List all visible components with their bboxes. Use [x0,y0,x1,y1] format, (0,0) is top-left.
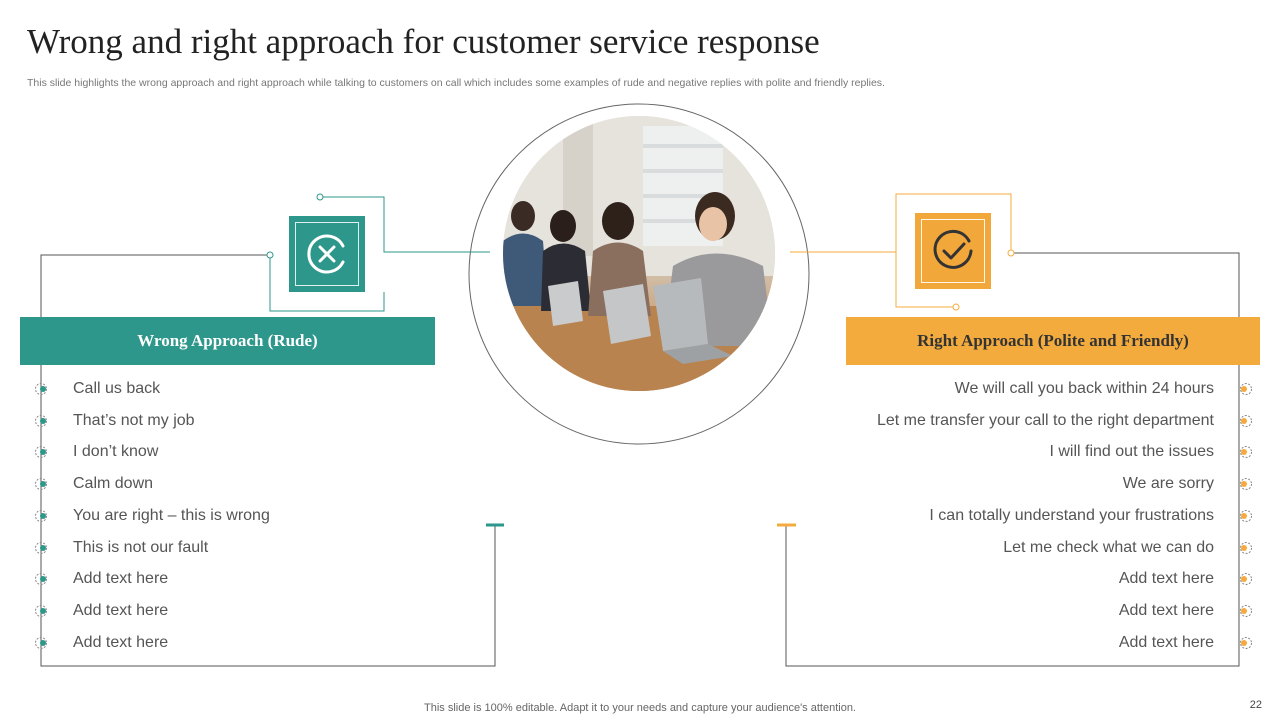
bullet-dot-icon [35,605,47,618]
right-approach-icon-box [915,213,991,289]
list-item: Add text here [34,627,454,659]
list-item-text: Let me transfer your call to the right d… [876,411,1214,429]
list-item-text: We are sorry [1122,475,1214,493]
bullet-dot-icon [1240,573,1252,586]
list-item-text: I can totally understand your frustratio… [929,506,1214,524]
slide-footer: This slide is 100% editable. Adapt it to… [424,702,856,714]
bullet-dot-icon [35,478,47,491]
list-item-text: Calm down [73,475,154,493]
check-circle-icon [933,229,973,269]
list-item-text: You are right – this is wrong [73,506,270,524]
bullet-dot-icon [1240,541,1252,554]
list-item: Calm down [34,468,454,500]
slide-title: Wrong and right approach for customer se… [27,22,820,61]
bullet-dot-icon [35,414,47,427]
list-item: Add text here [820,564,1253,596]
right-approach-list: We will call you back within 24 hours Le… [820,373,1253,659]
list-item: This is not our fault [34,532,454,564]
wrong-approach-icon-box [289,216,365,292]
bullet-dot-icon [35,636,47,649]
bullet-dot-icon [1240,478,1252,491]
bullet-dot-icon [35,541,47,554]
list-item: You are right – this is wrong [34,500,454,532]
list-item-text: That’s not my job [73,411,195,429]
list-item: I don’t know [34,437,454,469]
wrong-approach-list: Call us back That’s not my job I don’t k… [34,373,454,659]
list-item: Add text here [820,595,1253,627]
list-item: We are sorry [820,468,1253,500]
page-number: 22 [1249,699,1262,711]
bullet-dot-icon [1240,636,1252,649]
list-item-text: This is not our fault [73,538,209,556]
list-item-text: I will find out the issues [1049,443,1214,461]
list-item: I can totally understand your frustratio… [820,500,1253,532]
list-item: Add text here [820,627,1253,659]
wrong-approach-header: Wrong Approach (Rude) [20,317,435,365]
list-item: We will call you back within 24 hours [820,373,1253,405]
bullet-dot-icon [35,509,47,522]
bullet-dot-icon [1240,509,1252,522]
list-item: Add text here [34,595,454,627]
list-item: That’s not my job [34,405,454,437]
list-item-text: Let me check what we can do [1003,538,1214,556]
list-item: Let me transfer your call to the right d… [820,405,1253,437]
list-item-text: Add text here [73,602,169,620]
list-item-text: Add text here [1118,633,1214,651]
right-approach-header: Right Approach (Polite and Friendly) [846,317,1260,365]
bullet-dot-icon [1240,414,1252,427]
list-item-text: Add text here [1118,602,1214,620]
bullet-dot-icon [1240,382,1252,395]
list-item-text: Call us back [73,379,161,397]
bullet-dot-icon [1240,446,1252,459]
call-center-photo [503,116,775,391]
bullet-dot-icon [35,446,47,459]
list-item-text: Add text here [73,570,169,588]
call-center-photo-icon [503,116,775,391]
slide-subtitle: This slide highlights the wrong approach… [27,77,885,89]
list-item: Add text here [34,564,454,596]
list-item-text: We will call you back within 24 hours [954,379,1214,397]
list-item: Let me check what we can do [820,532,1253,564]
bullet-dot-icon [35,382,47,395]
list-item-text: Add text here [73,633,169,651]
list-item-text: I don’t know [73,443,159,461]
wrong-approach-header-label: Wrong Approach (Rude) [137,331,318,350]
x-circle-icon [307,234,345,274]
bullet-dot-icon [1240,605,1252,618]
right-approach-header-label: Right Approach (Polite and Friendly) [917,331,1189,350]
list-item: Call us back [34,373,454,405]
list-item-text: Add text here [1118,570,1214,588]
bullet-dot-icon [35,573,47,586]
list-item: I will find out the issues [820,437,1253,469]
